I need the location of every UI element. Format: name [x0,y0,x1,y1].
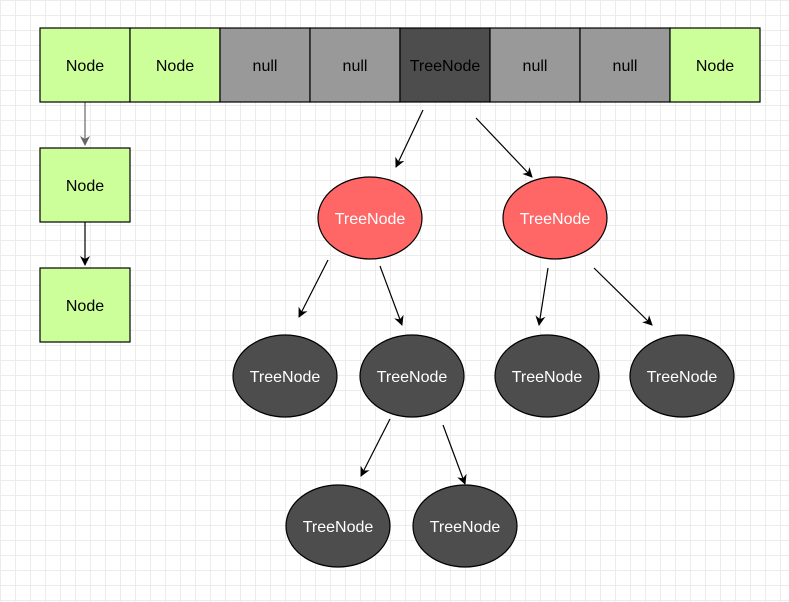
black-node-1-label: TreeNode [250,369,321,386]
black-node-4-label: TreeNode [647,369,718,386]
list-node-2[interactable]: Node [39,267,131,343]
bucket-6-label: null [613,58,638,75]
red-node-right-label: TreeNode [520,211,591,228]
red-black-tree: TreeNode TreeNode TreeNode TreeNode Tree… [232,176,735,568]
red-node-right[interactable]: TreeNode [502,176,608,260]
black-node-3[interactable]: TreeNode [494,334,600,418]
black-node-2[interactable]: TreeNode [359,334,465,418]
bucket-2[interactable]: null [219,27,311,103]
bucket-3-label: null [343,58,368,75]
bucket-0[interactable]: Node [39,27,131,103]
bucket-6[interactable]: null [579,27,671,103]
list-node-1[interactable]: Node [39,147,131,223]
arrow-black2-to-black5 [360,418,391,477]
bucket-4-label: TreeNode [410,58,481,75]
arrow-treeslot-to-red-left [395,109,424,168]
bucket-1[interactable]: Node [129,27,221,103]
bucket-3[interactable]: null [309,27,401,103]
black-node-2-label: TreeNode [377,369,448,386]
black-node-1[interactable]: TreeNode [232,334,338,418]
bucket-2-label: null [253,58,278,75]
bucket-7[interactable]: Node [669,27,761,103]
bucket-0-label: Node [66,58,104,75]
red-node-left[interactable]: TreeNode [317,176,423,260]
bucket-4[interactable]: TreeNode [399,27,491,103]
black-node-5[interactable]: TreeNode [285,484,391,568]
list-node-2-label: Node [66,298,104,315]
black-node-6[interactable]: TreeNode [412,484,518,568]
black-node-6-label: TreeNode [430,519,501,536]
bucket-7-label: Node [696,58,734,75]
arrow-redleft-to-black2 [379,265,404,326]
black-node-5-label: TreeNode [303,519,374,536]
arrow-black2-to-black6 [442,424,467,485]
black-node-3-label: TreeNode [512,369,583,386]
red-node-left-label: TreeNode [335,211,406,228]
black-node-4[interactable]: TreeNode [629,334,735,418]
arrow-redright-to-black3 [535,267,549,326]
arrows [80,102,653,485]
arrow-treeslot-to-red-right [475,117,533,178]
hash-bucket-array: Node Node null null TreeNode null null [39,27,761,103]
linked-list-chain: Node Node [39,147,131,343]
bucket-5[interactable]: null [489,27,581,103]
bucket-5-label: null [523,58,548,75]
list-node-1-label: Node [66,178,104,195]
bucket-1-label: Node [156,58,194,75]
arrow-redleft-to-black1 [298,259,329,318]
arrow-redright-to-black4 [593,267,653,326]
